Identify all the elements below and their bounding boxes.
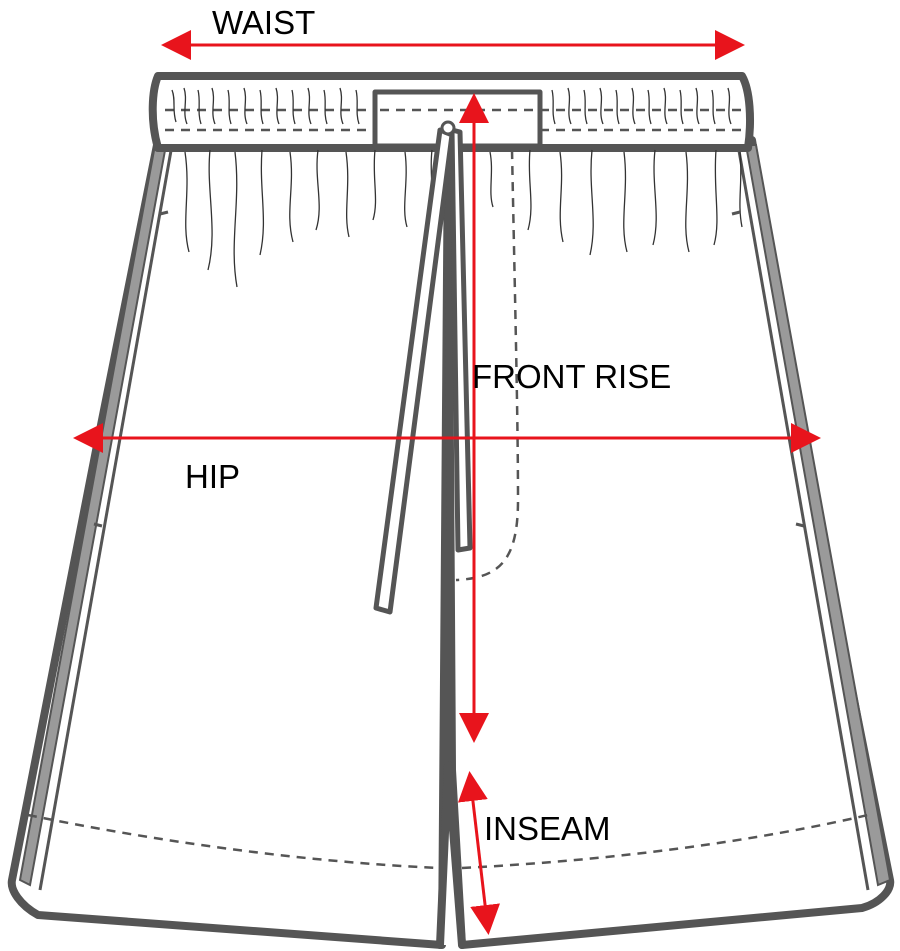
waist-label: WAIST xyxy=(212,4,315,41)
right-side-stripe xyxy=(744,144,892,887)
front-rise-label: FRONT RISE xyxy=(472,358,671,395)
inseam-arrow xyxy=(458,771,500,935)
fly-stitch xyxy=(455,149,520,582)
shorts-illustration xyxy=(7,72,895,949)
hip-label: HIP xyxy=(185,458,240,495)
waistband-gathers xyxy=(171,87,732,125)
inseam-label: INSEAM xyxy=(484,810,611,847)
pocket-marks xyxy=(93,210,805,528)
inseam-split xyxy=(436,761,466,949)
body-gathers xyxy=(184,149,743,288)
left-hem-stitch xyxy=(27,813,441,870)
